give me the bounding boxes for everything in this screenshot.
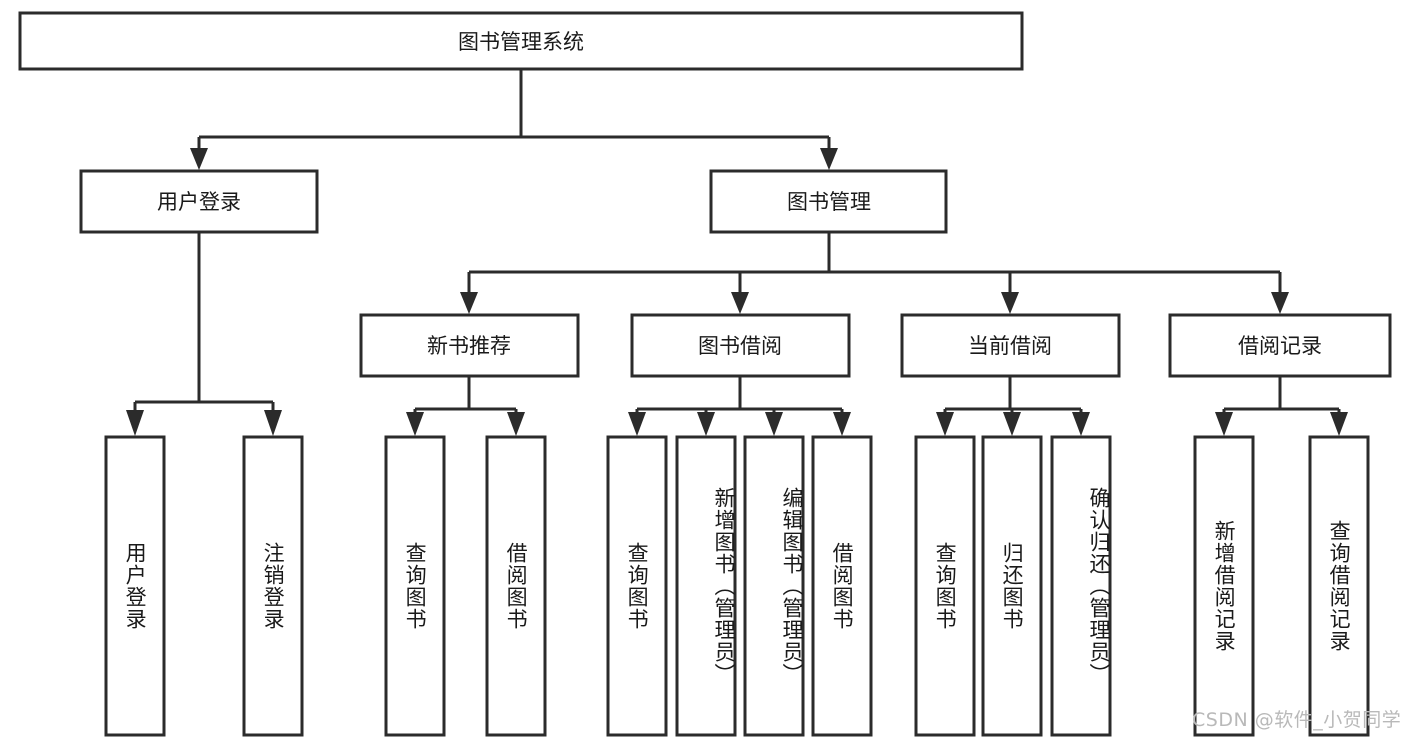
- leaf-box-confirm-return[interactable]: [1050, 435, 1112, 737]
- node-new-book-recommend[interactable]: 新书推荐: [359, 313, 580, 378]
- leaf-box-edit-book[interactable]: [743, 435, 805, 737]
- leaf-box-query-book-2[interactable]: [606, 435, 668, 737]
- csdn-watermark: CSDN @软件_小贺同学: [1192, 709, 1402, 731]
- leaf-box-borrow-book-1[interactable]: [485, 435, 547, 737]
- arrow-head-leaf-return-book: [1003, 412, 1021, 436]
- connectors-new-book-to-leaves: [406, 376, 525, 436]
- connectors-root-to-level1: [190, 69, 838, 170]
- arrow-head-borrow-record: [1271, 292, 1289, 314]
- node-book-management[interactable]: 图书管理: [709, 169, 948, 234]
- leaf-box-add-book[interactable]: [675, 435, 737, 737]
- arrow-head-leaf-borrow-book-2: [833, 412, 851, 436]
- borrow-record-box[interactable]: [1168, 313, 1392, 378]
- node-book-borrow[interactable]: 图书借阅: [630, 313, 851, 378]
- book-borrow-box[interactable]: [630, 313, 851, 378]
- arrow-head-current-borrow: [1001, 292, 1019, 314]
- current-borrow-box[interactable]: [900, 313, 1121, 378]
- leaf-box-query-borrow-record[interactable]: [1308, 435, 1370, 737]
- arrow-head-leaf-edit-book: [765, 412, 783, 436]
- arrow-head-leaf-query-book-2: [628, 412, 646, 436]
- leaf-box-query-book-1[interactable]: [384, 435, 446, 737]
- leaf-box-return-book[interactable]: [981, 435, 1043, 737]
- leaf-box-user-logout[interactable]: [242, 435, 304, 737]
- connectors-book-borrow-to-leaves: [628, 376, 851, 436]
- leaf-box-add-borrow-record[interactable]: [1193, 435, 1255, 737]
- arrow-head-leaf-user-login: [126, 410, 144, 436]
- arrow-head-leaf-query-book-1: [406, 412, 424, 436]
- connectors-book-management-to-level2: [460, 232, 1289, 314]
- new-book-recommend-label: 新书推荐: [427, 334, 511, 358]
- connectors-current-borrow-to-leaves: [936, 376, 1090, 436]
- root-label: 图书管理系统: [458, 30, 584, 54]
- leaf-box-user-login[interactable]: [104, 435, 166, 737]
- arrow-head-book-management: [820, 148, 838, 170]
- book-borrow-label: 图书借阅: [698, 334, 782, 358]
- book-management-box[interactable]: [709, 169, 948, 234]
- leaf-boxes: [104, 435, 1370, 737]
- arrow-head-leaf-confirm-return: [1072, 412, 1090, 436]
- current-borrow-label: 当前借阅: [968, 334, 1052, 358]
- arrow-head-leaf-user-logout: [264, 410, 282, 436]
- arrow-head-new-book-recommend: [460, 292, 478, 314]
- node-borrow-record[interactable]: 借阅记录: [1168, 313, 1392, 378]
- new-book-recommend-box[interactable]: [359, 313, 580, 378]
- arrow-head-leaf-query-borrow-record: [1330, 412, 1348, 436]
- user-login-box[interactable]: [79, 169, 319, 234]
- arrow-head-leaf-add-book: [697, 412, 715, 436]
- connectors-borrow-record-to-leaves: [1215, 376, 1348, 436]
- arrow-head-leaf-add-borrow-record: [1215, 412, 1233, 436]
- leaf-box-borrow-book-2[interactable]: [811, 435, 873, 737]
- node-current-borrow[interactable]: 当前借阅: [900, 313, 1121, 378]
- arrow-head-book-borrow: [731, 292, 749, 314]
- connectors-user-login-to-leaves: [126, 232, 282, 436]
- book-management-label: 图书管理: [787, 190, 871, 214]
- arrow-head-leaf-borrow-book-1: [507, 412, 525, 436]
- user-login-label: 用户登录: [157, 190, 241, 214]
- node-user-login[interactable]: 用户登录: [79, 169, 319, 234]
- leaf-box-query-book-3[interactable]: [914, 435, 976, 737]
- root-box[interactable]: [18, 11, 1024, 71]
- node-root-book-management-system[interactable]: 图书管理系统: [18, 11, 1024, 71]
- arrow-head-user-login: [190, 148, 208, 170]
- arrow-head-leaf-query-book-3: [936, 412, 954, 436]
- borrow-record-label: 借阅记录: [1238, 334, 1322, 358]
